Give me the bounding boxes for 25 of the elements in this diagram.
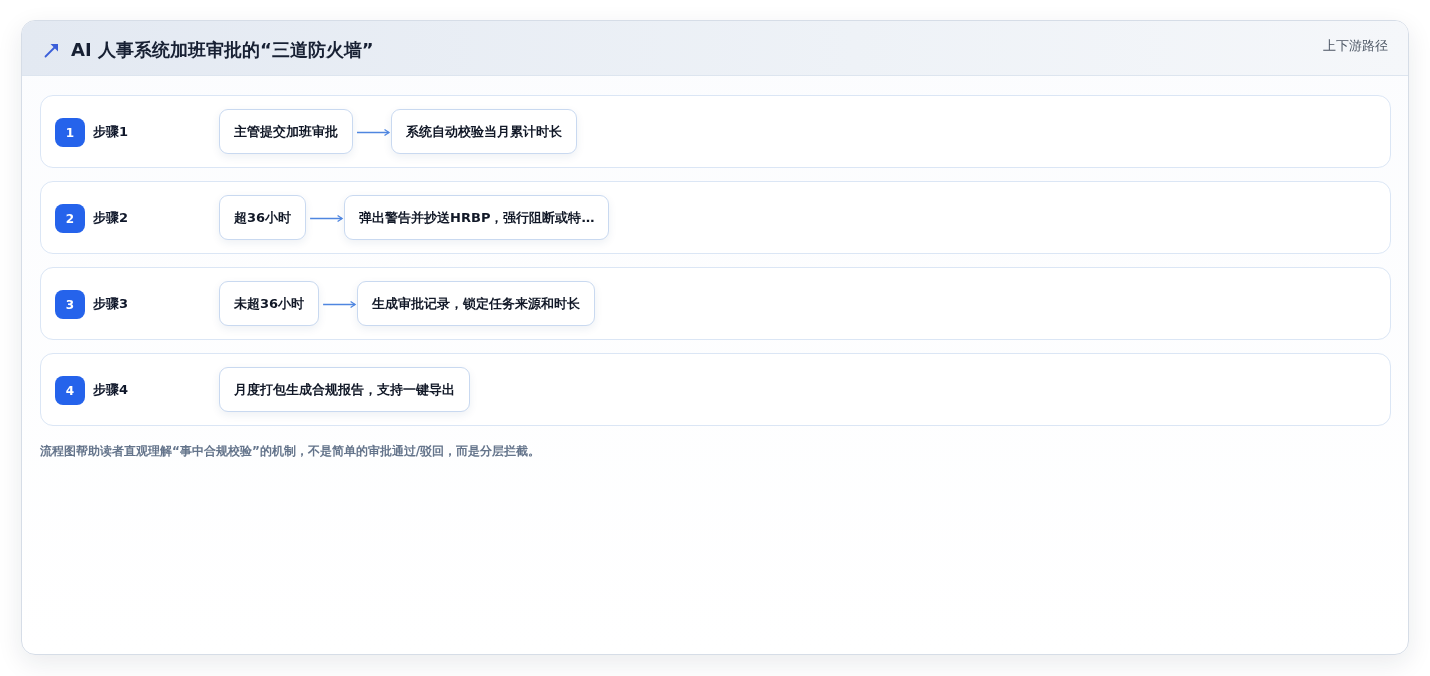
process-box: 生成审批记录，锁定任务来源和时长 [357,281,596,326]
diagram-title: AI 人事系统加班审批的“三道防火墙” [71,38,374,62]
step-label: 步骤4 [93,381,129,399]
step-row [40,267,1391,340]
caption: 流程图帮助读者直观理解“事中合规校验”的机制，不是简单的审批通过/驳回，而是分层拦截。 [40,443,541,460]
step-row [40,353,1391,426]
arrow [309,214,343,223]
step-number: 2 [55,204,85,233]
process-box: 弹出警告并抄送HRBP，强行阻断或特… [344,195,610,240]
step-number: 3 [55,290,85,319]
process-box: 主管提交加班审批 [219,109,353,154]
process-box: 月度打包生成合规报告，支持一键导出 [219,367,470,412]
step-row [40,181,1391,254]
step-label: 步骤1 [93,123,129,141]
step-number: 4 [55,376,85,405]
step-number: 1 [55,118,85,147]
step-label: 步骤2 [93,209,129,227]
process-box: 未超36小时 [219,281,320,326]
step-label: 步骤3 [93,295,129,313]
arrow [322,300,356,309]
arrow [356,128,390,137]
step-row [40,95,1391,168]
process-box: 超36小时 [219,195,307,240]
process-box: 系统自动校验当月累计时长 [391,109,577,154]
header-note: 上下游路径 [1323,37,1388,55]
